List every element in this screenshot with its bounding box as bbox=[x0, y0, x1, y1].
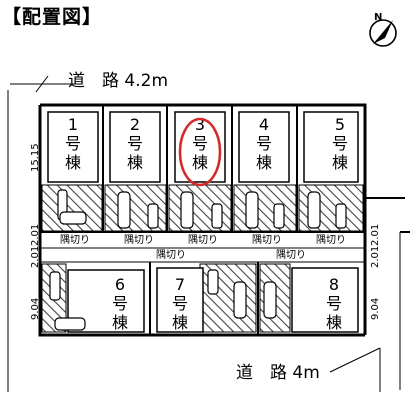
svg-text:隅切り: 隅切り bbox=[252, 234, 282, 246]
building-8-label-1: 号 bbox=[326, 294, 342, 313]
bottom-road: 道 路 4m bbox=[236, 347, 381, 392]
svg-text:隅切り: 隅切り bbox=[60, 234, 90, 246]
page-title: 【配置図】 bbox=[2, 6, 103, 28]
buildings-row2 bbox=[67, 267, 359, 333]
compass-north-icon: N bbox=[369, 12, 397, 47]
svg-text:隅切り: 隅切り bbox=[156, 249, 186, 261]
building-7-label-2: 棟 bbox=[172, 313, 188, 332]
building-7-label-0: 7 bbox=[175, 275, 185, 294]
building-6-label-0: 6 bbox=[115, 275, 125, 294]
building-8-label-2: 棟 bbox=[326, 313, 342, 332]
corner-cut-labels: 隅切り 隅切り 隅切り 隅切り 隅切り 隅切り 隅切り bbox=[60, 234, 346, 261]
svg-text:隅切り: 隅切り bbox=[188, 234, 218, 246]
svg-text:隅切り: 隅切り bbox=[316, 234, 346, 246]
building-4-label-2: 棟 bbox=[256, 153, 272, 172]
building-6-label-1: 号 bbox=[112, 294, 128, 313]
dim-left-mid-b: 2.01 bbox=[30, 246, 41, 268]
building-6-label-2: 棟 bbox=[112, 313, 128, 332]
buildings-row1 bbox=[47, 111, 359, 183]
building-3-label-0: 3 bbox=[195, 115, 205, 134]
svg-text:隅切り: 隅切り bbox=[124, 234, 154, 246]
building-1-label-2: 棟 bbox=[65, 153, 81, 172]
building-4-label-1: 号 bbox=[256, 134, 272, 153]
private-road bbox=[40, 247, 365, 263]
cars-row2 bbox=[49, 269, 277, 331]
building-2-label-0: 2 bbox=[130, 115, 140, 134]
bottom-road-label: 道 路 4m bbox=[236, 363, 320, 383]
top-road-label: 道 路 4.2m bbox=[68, 71, 168, 91]
building-5-label-2: 棟 bbox=[332, 153, 348, 172]
dimension-labels: 15.15 2.01 2.01 9.04 2.01 2.01 9.04 bbox=[30, 143, 381, 320]
dim-left-top: 15.15 bbox=[30, 143, 41, 172]
building-7-label-1: 号 bbox=[172, 294, 188, 313]
cars-row1 bbox=[57, 189, 347, 229]
dim-right-mid-b: 2.01 bbox=[370, 246, 381, 268]
dim-left-bottom: 9.04 bbox=[30, 298, 41, 320]
svg-text:N: N bbox=[374, 12, 382, 23]
dim-right-mid-a: 2.01 bbox=[370, 224, 381, 246]
svg-text:隅切り: 隅切り bbox=[276, 249, 306, 261]
building-4-label-0: 4 bbox=[259, 115, 269, 134]
top-road: 道 路 4.2m bbox=[7, 71, 168, 392]
building-3-label-2: 棟 bbox=[192, 153, 208, 172]
building-1-label-0: 1 bbox=[68, 115, 78, 134]
dim-right-bottom: 9.04 bbox=[370, 298, 381, 320]
building-3-label-1: 号 bbox=[192, 134, 208, 153]
building-5-label-0: 5 bbox=[335, 115, 345, 134]
building-2-label-1: 号 bbox=[127, 134, 143, 153]
building-8-label-0: 8 bbox=[329, 275, 339, 294]
dim-left-mid-a: 2.01 bbox=[30, 224, 41, 246]
building-2-label-2: 棟 bbox=[127, 153, 143, 172]
building-1-label-1: 号 bbox=[65, 134, 81, 153]
building-5-label-1: 号 bbox=[332, 134, 348, 153]
highlight-building-3 bbox=[178, 117, 222, 187]
